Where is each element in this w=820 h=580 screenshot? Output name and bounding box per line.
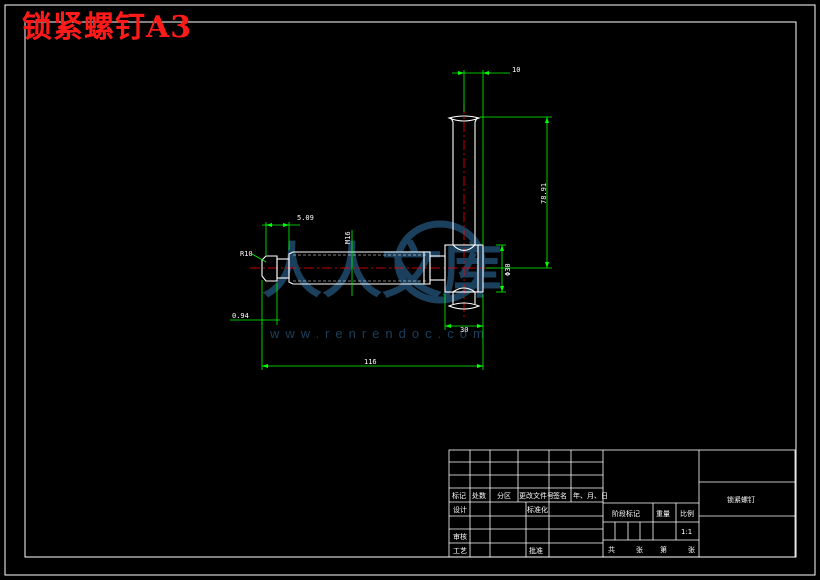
screw-shank [288,251,431,285]
dim-5-09: 5.09 [297,214,314,222]
watermark: 人人文库 www.renrendoc.com [262,220,502,341]
tb-page: 第 [660,545,667,554]
watermark-url: www.renrendoc.com [269,326,490,341]
part-name: 锁紧螺钉 [727,495,755,504]
handle-bar-lower [452,292,476,304]
dim-116: 116 [364,358,377,366]
tb-standardize: 标准化 [527,505,548,514]
drawing-title-stamp: 锁紧螺钉A3 [22,10,193,45]
tb-total: 共 [608,545,615,554]
tb-approve: 批准 [529,546,543,555]
handle-end-cap-bottom [447,302,481,310]
tb-signature: 签名 [553,491,567,500]
screw-head [444,244,484,293]
tb-date: 年、月、日 [573,491,608,500]
tb-sheets: 张 [636,545,643,554]
screw-tip [261,255,278,282]
dimension-texts: 10 5.09 M16 R10 78.91 Φ30 0.94 30 116 [232,66,548,366]
screw-outline [261,115,484,310]
dimension-lines [230,70,552,370]
tb-review: 审核 [453,532,467,541]
watermark-text: 人人文库 [262,238,502,305]
sheet-outer-border [4,4,816,576]
tb-count: 处数 [472,491,486,500]
tb-sheet: 张 [688,545,695,554]
dim-10: 10 [512,66,520,74]
center-lines [250,104,492,318]
tb-design: 设计 [453,505,467,514]
tb-scale-value: 1:1 [681,528,692,536]
dim-r10: R10 [240,250,253,258]
dim-phi30: Φ30 [504,263,512,276]
title-block [448,449,796,558]
dim-0-94: 0.94 [232,312,249,320]
dim-30: 30 [460,326,468,334]
dimension-arrows [262,71,549,368]
tb-scale: 比例 [680,509,694,518]
sheet-inner-border [24,21,797,558]
tb-marking: 标记 [452,491,466,500]
tb-process: 工艺 [453,547,467,555]
handle-end-cap-top [447,115,481,122]
tb-zone: 分区 [497,491,511,500]
title-block-text: 锁紧螺钉 标记 处数 分区 更改文件号 签名 年、月、日 设计 标准化 审核 工… [452,491,755,555]
dim-78-91: 78.91 [540,183,548,204]
tb-change-doc: 更改文件号 [519,491,554,500]
tb-weight: 重量 [656,510,670,518]
dim-m16: M16 [344,231,352,244]
tb-stage-mark: 阶段标记 [612,509,640,518]
